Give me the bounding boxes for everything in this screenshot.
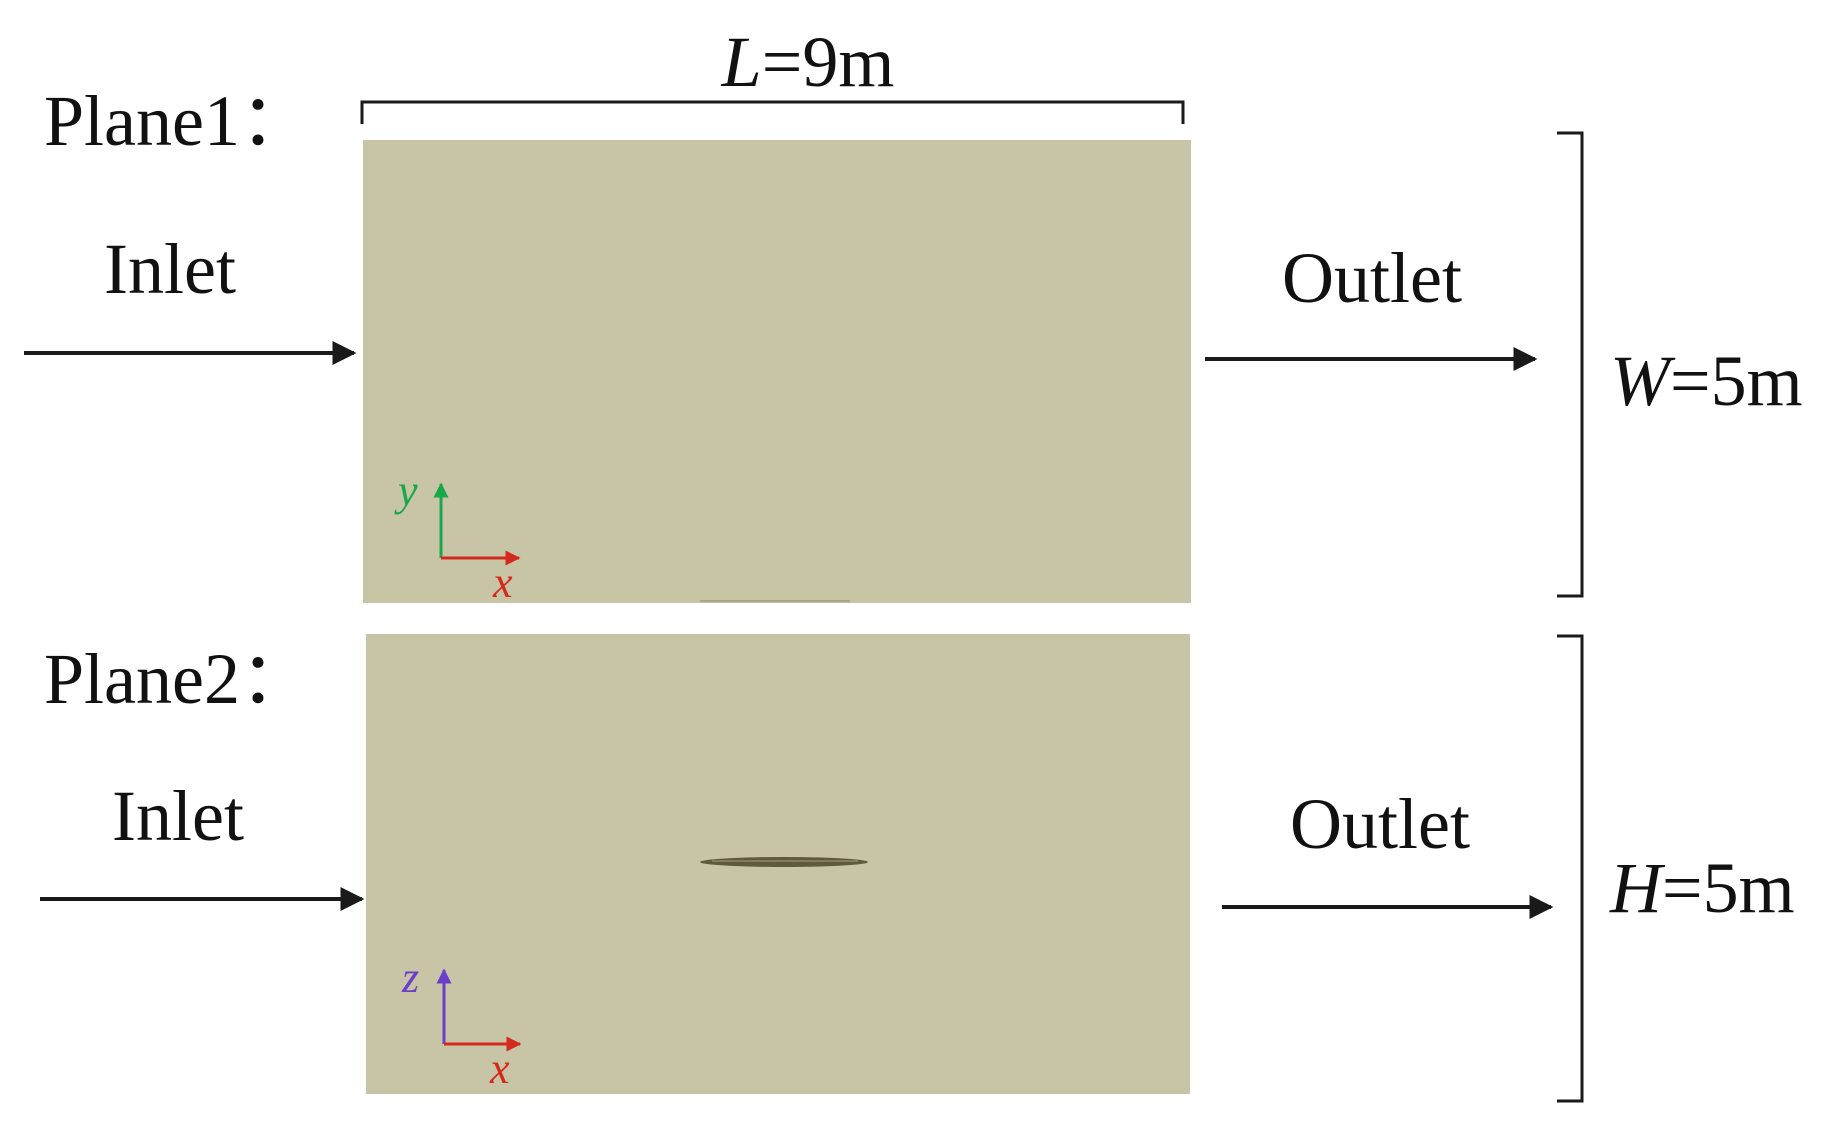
length-dimension-label: L=9m <box>721 22 895 102</box>
plane1-axis-triad: y x <box>394 466 521 607</box>
width-dimension-label: W=5m <box>1610 341 1803 421</box>
plane1-inlet-label: Inlet <box>104 229 236 309</box>
plane1-x-axis-label: x <box>492 558 513 607</box>
width-bracket <box>1557 131 1584 598</box>
length-bracket <box>360 100 1185 124</box>
plane2-axis-triad: z x <box>401 953 522 1093</box>
plane2-z-axis-label: z <box>401 953 419 1002</box>
plane1-outlet-label: Outlet <box>1282 238 1462 318</box>
plane1-y-axis-label: y <box>394 466 418 515</box>
plane2-x-axis-label: x <box>489 1044 510 1093</box>
plane2-label: Plane2： <box>44 639 312 719</box>
plane1-label: Plane1： <box>44 81 312 161</box>
plane1-domain <box>363 140 1191 603</box>
plane2-body-shape <box>700 857 868 867</box>
plane2-outlet-label: Outlet <box>1290 784 1470 864</box>
plane2-inlet-label: Inlet <box>112 776 244 856</box>
height-dimension-label: H=5m <box>1609 848 1795 928</box>
height-bracket <box>1557 634 1584 1103</box>
